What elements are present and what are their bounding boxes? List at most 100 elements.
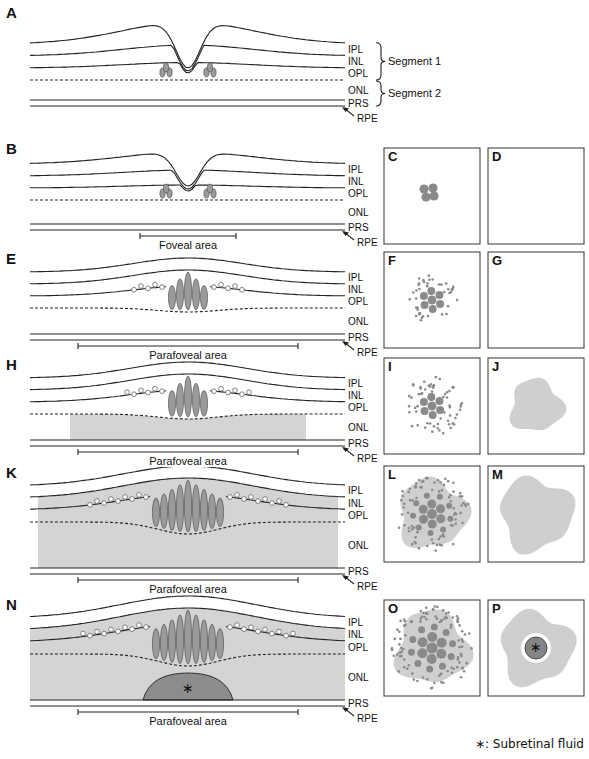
prs-line	[30, 439, 345, 440]
small-cyst-dot	[401, 495, 404, 498]
small-cyst-dot	[416, 405, 419, 408]
small-cyst-dot	[447, 419, 450, 422]
small-cyst-dot	[423, 281, 426, 284]
small-cyst-dot	[442, 396, 445, 399]
edema-area	[500, 476, 575, 555]
cyst-dot	[424, 493, 430, 499]
small-cyst-dot	[431, 430, 434, 433]
panel-letter: E	[6, 251, 16, 268]
small-cyst-dot	[438, 378, 441, 381]
small-cyst-dot	[447, 480, 450, 483]
arrow-head	[342, 575, 349, 580]
small-cyst-dot	[407, 491, 410, 494]
small-cyst-dot	[432, 608, 435, 611]
small-cyst	[137, 493, 142, 498]
edema-region	[30, 608, 345, 700]
cyst	[176, 615, 183, 664]
small-cyst-dot	[398, 652, 401, 655]
cyst	[168, 620, 175, 663]
small-cyst-dot	[426, 422, 429, 425]
small-cyst-dot	[412, 291, 415, 294]
layer-label: IPL	[348, 485, 363, 496]
small-cyst-dot	[398, 630, 401, 633]
layer-label: ONL	[348, 316, 369, 327]
small-cyst-dot	[417, 284, 420, 287]
area-label: Parafoveal area	[147, 583, 229, 595]
panel-letter: K	[6, 465, 17, 482]
cyst-dot	[427, 287, 435, 295]
small-cyst-dot	[453, 423, 456, 426]
small-cyst-dot	[447, 305, 450, 308]
small-cyst-dot	[444, 478, 447, 481]
cyst	[163, 184, 168, 193]
layer-label: IPL	[348, 44, 363, 55]
small-cyst-dot	[414, 542, 417, 545]
small-cyst-dot	[426, 477, 429, 480]
layer-label: RPE	[357, 453, 378, 464]
small-cyst-dot	[444, 393, 447, 396]
small-cyst-dot	[457, 621, 460, 624]
small-cyst-dot	[449, 427, 452, 430]
small-cyst	[291, 631, 296, 636]
small-cyst-dot	[461, 640, 464, 643]
small-cyst-dot	[400, 647, 403, 650]
cyst-dot	[448, 653, 455, 660]
cyst-dot	[413, 500, 419, 506]
small-cyst-dot	[403, 502, 406, 505]
layer-label: IPL	[348, 272, 363, 283]
small-cyst-dot	[439, 543, 442, 546]
edema-region	[70, 414, 306, 440]
small-cyst-dot	[413, 526, 416, 529]
small-cyst-dot	[437, 427, 440, 430]
cyst-dot	[428, 402, 437, 411]
small-cyst-dot	[415, 482, 418, 485]
small-cyst-dot	[432, 385, 435, 388]
small-cyst-dot	[428, 278, 431, 281]
small-cyst-dot	[425, 607, 428, 610]
retina-surface	[30, 154, 345, 186]
small-cyst-dot	[415, 297, 418, 300]
small-cyst-dot	[422, 315, 425, 318]
small-cyst-dot	[445, 612, 448, 615]
small-cyst-dot	[423, 380, 426, 383]
panel-letter: A	[6, 5, 17, 22]
small-cyst-dot	[408, 411, 411, 414]
small-cyst-dot	[418, 313, 421, 316]
en-face-box	[488, 148, 584, 244]
small-cyst-dot	[454, 417, 457, 420]
cyst-dot	[410, 513, 416, 519]
small-cyst	[226, 390, 231, 395]
small-cyst-dot	[450, 624, 453, 627]
segment-label: Segment 2	[388, 87, 441, 99]
cyst-dot	[428, 183, 437, 192]
small-cyst-dot	[465, 662, 468, 665]
cyst	[200, 620, 207, 663]
small-cyst-dot	[450, 288, 453, 291]
small-cyst-dot	[411, 425, 414, 428]
prs-line	[30, 333, 345, 334]
cyst	[184, 480, 191, 532]
small-cyst	[95, 629, 100, 634]
opl-dashed-line	[30, 199, 345, 200]
small-cyst-dot	[468, 632, 471, 635]
cyst-dot	[436, 514, 445, 523]
small-cyst-dot	[447, 611, 450, 614]
small-cyst-dot	[458, 646, 461, 649]
small-cyst-dot	[451, 616, 454, 619]
small-cyst-dot	[443, 484, 446, 487]
cyst-dot	[428, 530, 434, 536]
small-cyst-dot	[436, 617, 439, 620]
en-face-box	[384, 148, 480, 244]
retina-surface	[30, 362, 345, 378]
small-cyst	[263, 627, 268, 632]
rpe-line	[30, 705, 345, 706]
layer-label: IPL	[348, 617, 363, 628]
layer-label: RPE	[357, 113, 378, 124]
cyst	[184, 272, 191, 310]
small-cyst	[212, 285, 217, 290]
small-cyst-dot	[435, 376, 438, 379]
cyst	[160, 494, 167, 529]
small-cyst-dot	[399, 638, 402, 641]
edema-area	[400, 477, 471, 548]
